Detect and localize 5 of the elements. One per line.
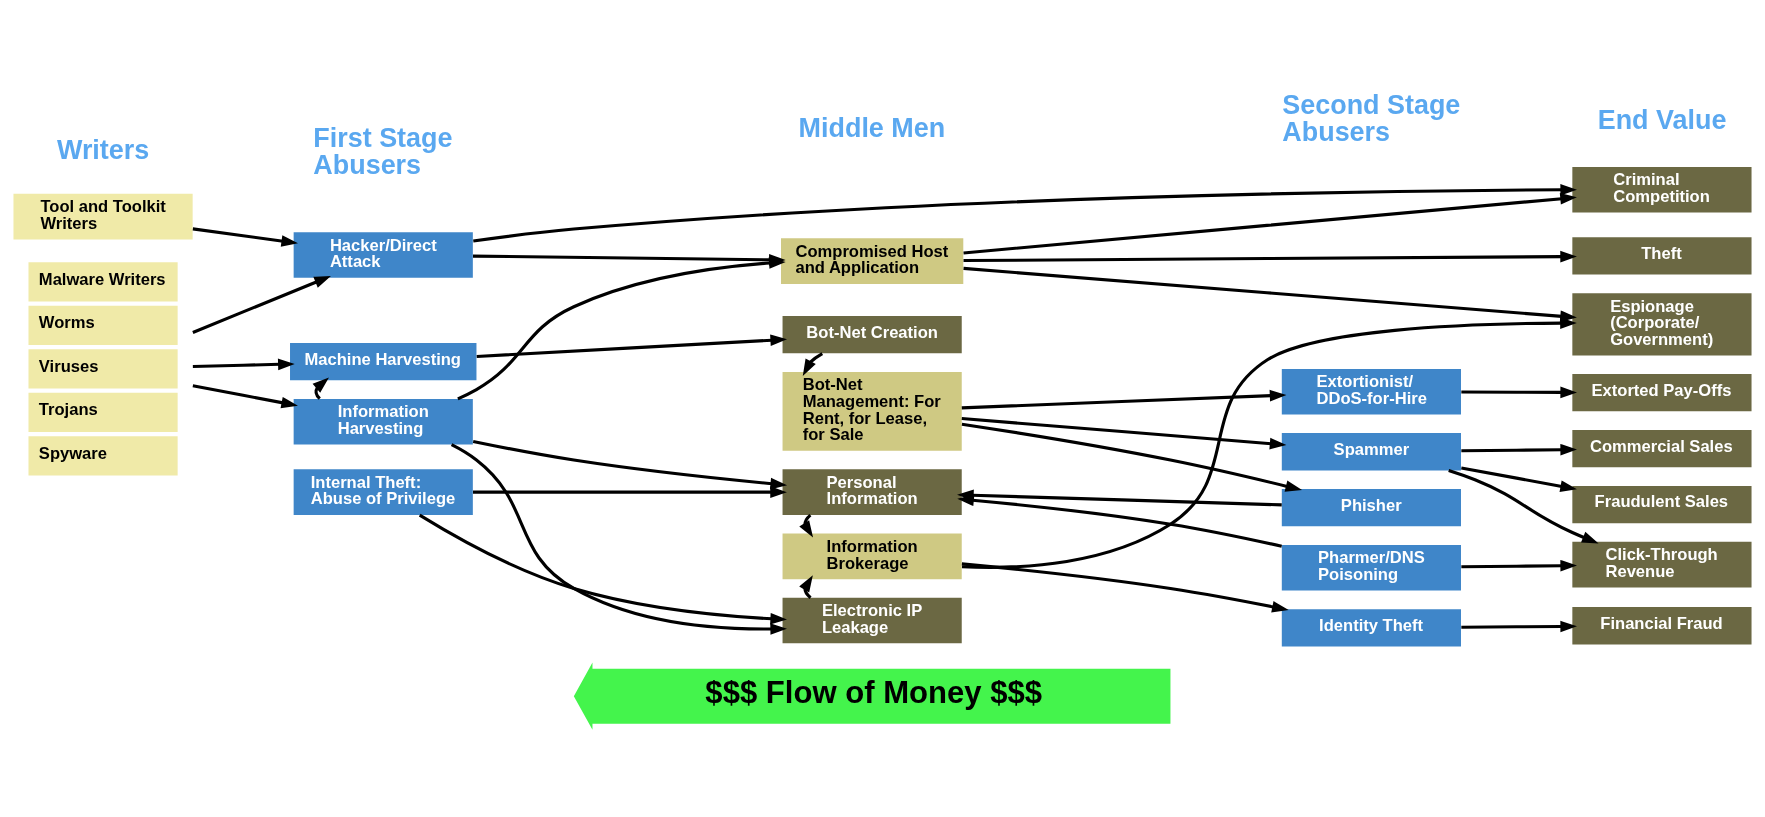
label: First Stage Abusers bbox=[313, 123, 453, 180]
label: End Value bbox=[1597, 104, 1727, 135]
label: Second Stage Abusers bbox=[1282, 89, 1461, 147]
label: Middle Men bbox=[798, 113, 946, 144]
label: Writers bbox=[56, 134, 150, 165]
